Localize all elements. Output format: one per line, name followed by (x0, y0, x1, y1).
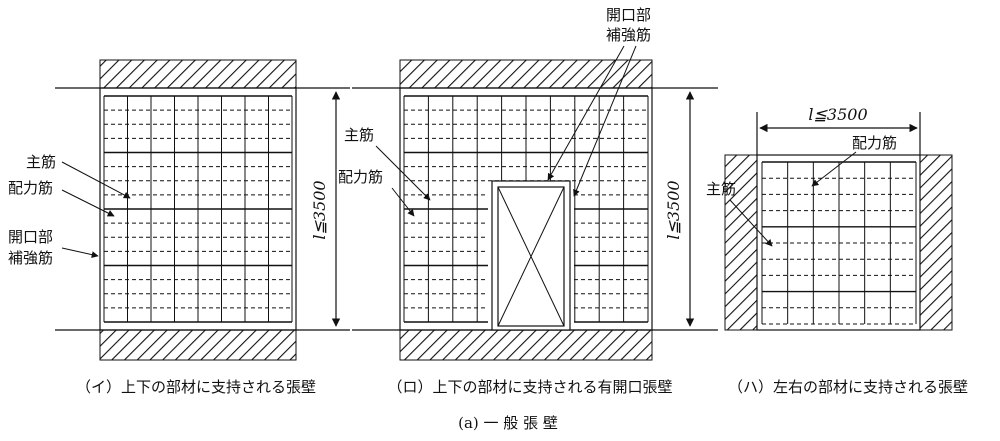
panel-b-main-leader (375, 145, 431, 201)
opening-frame-outer (491, 180, 571, 331)
caption-panel-b: （ロ）上下の部材に支持される有開口張壁 (387, 378, 672, 396)
opening-frame-inner (497, 186, 565, 327)
panel-a-bottom-support (99, 329, 297, 361)
panel-b-distribution-leader (391, 187, 415, 217)
panel-b-opening-label-2: 補強筋 (606, 26, 651, 44)
panel-b-distribution-bar-label: 配力筋 (338, 168, 383, 186)
panel-b-wall: l≦3500 開口部 補強筋 主筋 配力筋 (338, 6, 718, 361)
panel-a-opening-leader (61, 247, 99, 259)
caption-panel-a: （イ）上下の部材に支持される張壁 (76, 378, 316, 396)
panel-b-top-support (399, 59, 653, 89)
panel-a-opening-label-2: 補強筋 (8, 249, 53, 267)
panel-c-dimension-label: l≦3500 (808, 105, 867, 124)
opening-cross-2 (497, 186, 565, 327)
panel-b-bottom-support (399, 329, 653, 361)
panel-b-opening-leader-2 (573, 45, 637, 197)
panel-b-opening-label-1: 開口部 (606, 6, 651, 24)
panel-c-main-bar-label: 主筋 (706, 180, 736, 198)
caption-panel-c: （ハ）左右の部材に支持される張壁 (728, 378, 968, 396)
panel-c-wall: l≦3500 配力筋 主筋 (706, 105, 953, 331)
panel-c-right-support (919, 154, 953, 331)
panel-a-dimension-label: l≦3500 (310, 180, 329, 239)
panel-a-distribution-leader (61, 189, 115, 217)
panel-a-main-leader (61, 161, 131, 199)
panel-c-bars (761, 161, 917, 325)
panel-c-distribution-bar-label: 配力筋 (852, 134, 897, 152)
panel-a-main-bar-label: 主筋 (26, 153, 56, 171)
panel-c-main-leader (729, 199, 773, 247)
panel-a-opening-label-1: 開口部 (8, 228, 53, 246)
panel-a-bars (103, 95, 293, 323)
panel-a-wall: l≦3500 主筋 配力筋 開口部 補強筋 (8, 59, 350, 361)
panel-c-distribution-leader (811, 151, 857, 187)
panel-b-dimension-label: l≦3500 (664, 180, 683, 239)
panel-a-distribution-bar-label: 配力筋 (8, 179, 53, 197)
figure-caption: (a) 一 般 張 壁 (458, 414, 558, 432)
panel-b-opening-leader-1 (547, 45, 625, 181)
panel-a-top-support (99, 59, 297, 89)
panel-c-left-support (724, 154, 758, 331)
panel-b-main-bar-label: 主筋 (344, 126, 374, 144)
